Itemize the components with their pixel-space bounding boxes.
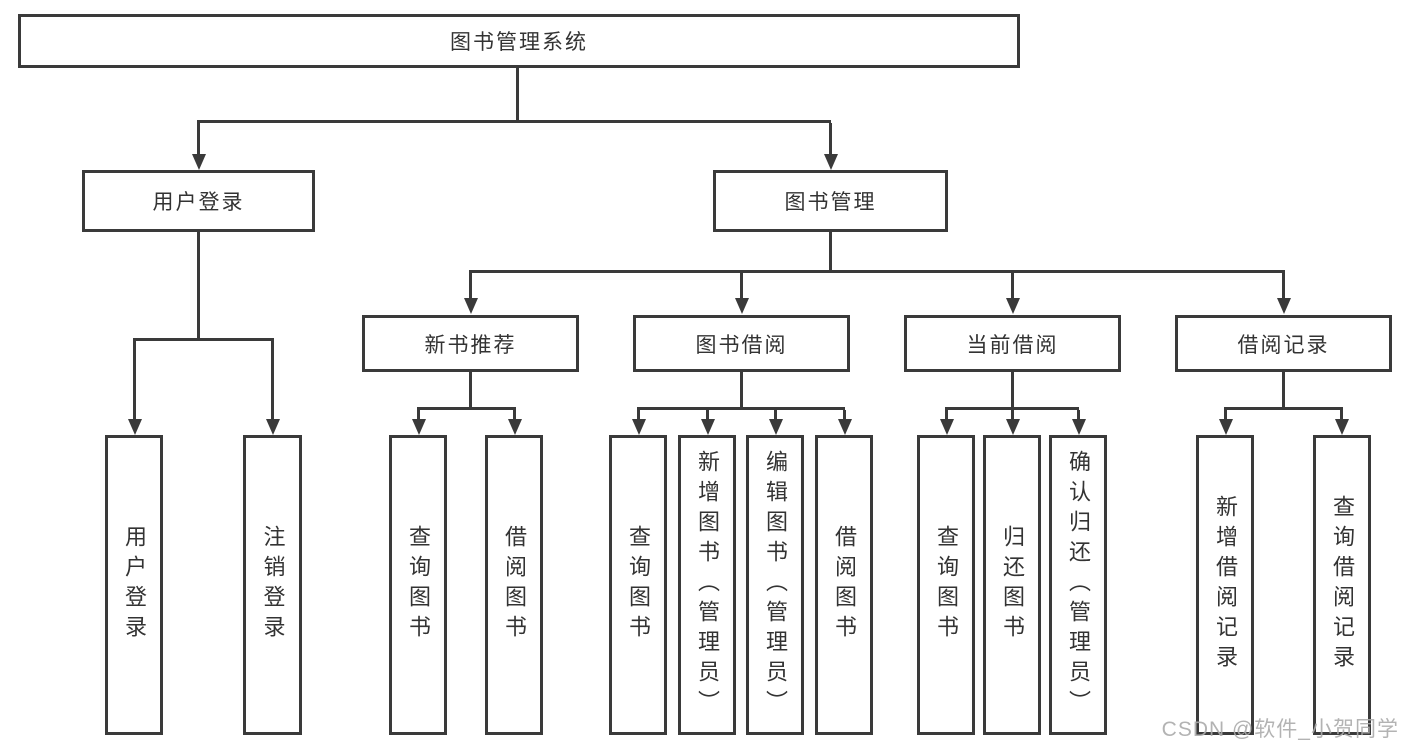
leaf-label: 查询借阅记录 (1330, 495, 1355, 675)
node-library-system: 图书管理系统 (18, 14, 1020, 68)
leaf-label: 归还图书 (1000, 525, 1025, 645)
connector-group-stub (1011, 372, 1014, 407)
arrowhead-down-icon (266, 419, 280, 435)
leaf-label: 借阅图书 (832, 525, 857, 645)
arrowhead-down-icon (1072, 419, 1086, 435)
leaf-label: 查询图书 (406, 525, 431, 645)
connector-root-stub (516, 68, 519, 120)
connector-user-login-stub (197, 232, 200, 338)
connector-drop (417, 410, 420, 419)
arrowhead-down-icon (940, 419, 954, 435)
arrowhead-down-icon (824, 154, 838, 170)
arrowhead-down-icon (192, 154, 206, 170)
connector-group-hline (945, 407, 1079, 410)
node-new-book-recommend: 新书推荐 (362, 315, 579, 372)
connector-drop (774, 410, 777, 419)
connector-drop (513, 410, 516, 419)
csdn-watermark: CSDN @软件_小贺同学 (1161, 718, 1399, 741)
leaf-add-borrow-record: 新增借阅记录 (1196, 435, 1254, 735)
arrowhead-down-icon (735, 298, 749, 314)
leaf-add-book-admin: 新增图书（管理员） (678, 435, 736, 735)
leaf-confirm-return-admin: 确认归还（管理员） (1049, 435, 1107, 735)
arrowhead-down-icon (464, 298, 478, 314)
connector-user-login-drop (197, 123, 200, 156)
arrowhead-down-icon (838, 419, 852, 435)
leaf-label: 新增图书（管理员） (695, 450, 720, 720)
arrowhead-down-icon (128, 419, 142, 435)
leaf-query-borrow-record: 查询借阅记录 (1313, 435, 1371, 735)
arrowhead-down-icon (412, 419, 426, 435)
connector-drop (1224, 410, 1227, 419)
connector-group-stub (740, 372, 743, 407)
leaf-label: 用户登录 (122, 525, 147, 645)
node-user-login: 用户登录 (82, 170, 315, 232)
connector-drop (945, 410, 948, 419)
connector-drop (1011, 273, 1014, 298)
leaf-query-book-1: 查询图书 (389, 435, 447, 735)
leaf-borrow-book-1: 借阅图书 (485, 435, 543, 735)
arrowhead-down-icon (1335, 419, 1349, 435)
connector-drop (637, 410, 640, 419)
leaf-label: 编辑图书（管理员） (763, 450, 788, 720)
leaf-label: 查询图书 (626, 525, 651, 645)
leaf-query-book-3: 查询图书 (917, 435, 975, 735)
connector-drop (1282, 273, 1285, 298)
leaf-logout: 注销登录 (243, 435, 302, 735)
connector-group-stub (469, 372, 472, 407)
arrowhead-down-icon (1277, 298, 1291, 314)
connector-group-stub (1282, 372, 1285, 407)
connector-level2-hline (469, 270, 1285, 273)
connector-level1-hline (197, 120, 831, 123)
connector-drop (843, 410, 846, 419)
connector-group-hline (417, 407, 516, 410)
arrowhead-down-icon (1219, 419, 1233, 435)
connector-drop (271, 341, 274, 419)
arrowhead-down-icon (1006, 298, 1020, 314)
leaf-return-book: 归还图书 (983, 435, 1041, 735)
connector-drop (706, 410, 709, 419)
connector-drop (740, 273, 743, 298)
node-borrow-record: 借阅记录 (1175, 315, 1392, 372)
arrowhead-down-icon (632, 419, 646, 435)
leaf-borrow-book-2: 借阅图书 (815, 435, 873, 735)
connector-drop (469, 273, 472, 298)
leaf-user-login: 用户登录 (105, 435, 163, 735)
arrowhead-down-icon (701, 419, 715, 435)
node-book-mgmt: 图书管理 (713, 170, 948, 232)
connector-drop (1011, 410, 1014, 419)
arrowhead-down-icon (1006, 419, 1020, 435)
leaf-label: 确认归还（管理员） (1066, 450, 1091, 720)
connector-drop (133, 341, 136, 419)
arrowhead-down-icon (508, 419, 522, 435)
connector-user-login-hline (133, 338, 274, 341)
connector-group-hline (1224, 407, 1343, 410)
connector-book-mgmt-drop (829, 123, 832, 156)
arrowhead-down-icon (769, 419, 783, 435)
leaf-label: 新增借阅记录 (1213, 495, 1238, 675)
leaf-query-book-2: 查询图书 (609, 435, 667, 735)
connector-drop (1077, 410, 1080, 419)
leaf-label: 查询图书 (934, 525, 959, 645)
connector-group-hline (637, 407, 845, 410)
leaf-edit-book-admin: 编辑图书（管理员） (746, 435, 804, 735)
leaf-label: 借阅图书 (502, 525, 527, 645)
node-current-borrow: 当前借阅 (904, 315, 1121, 372)
leaf-label: 注销登录 (260, 525, 286, 645)
connector-book-mgmt-stub (829, 232, 832, 270)
connector-drop (1340, 410, 1343, 419)
node-book-borrow: 图书借阅 (633, 315, 850, 372)
